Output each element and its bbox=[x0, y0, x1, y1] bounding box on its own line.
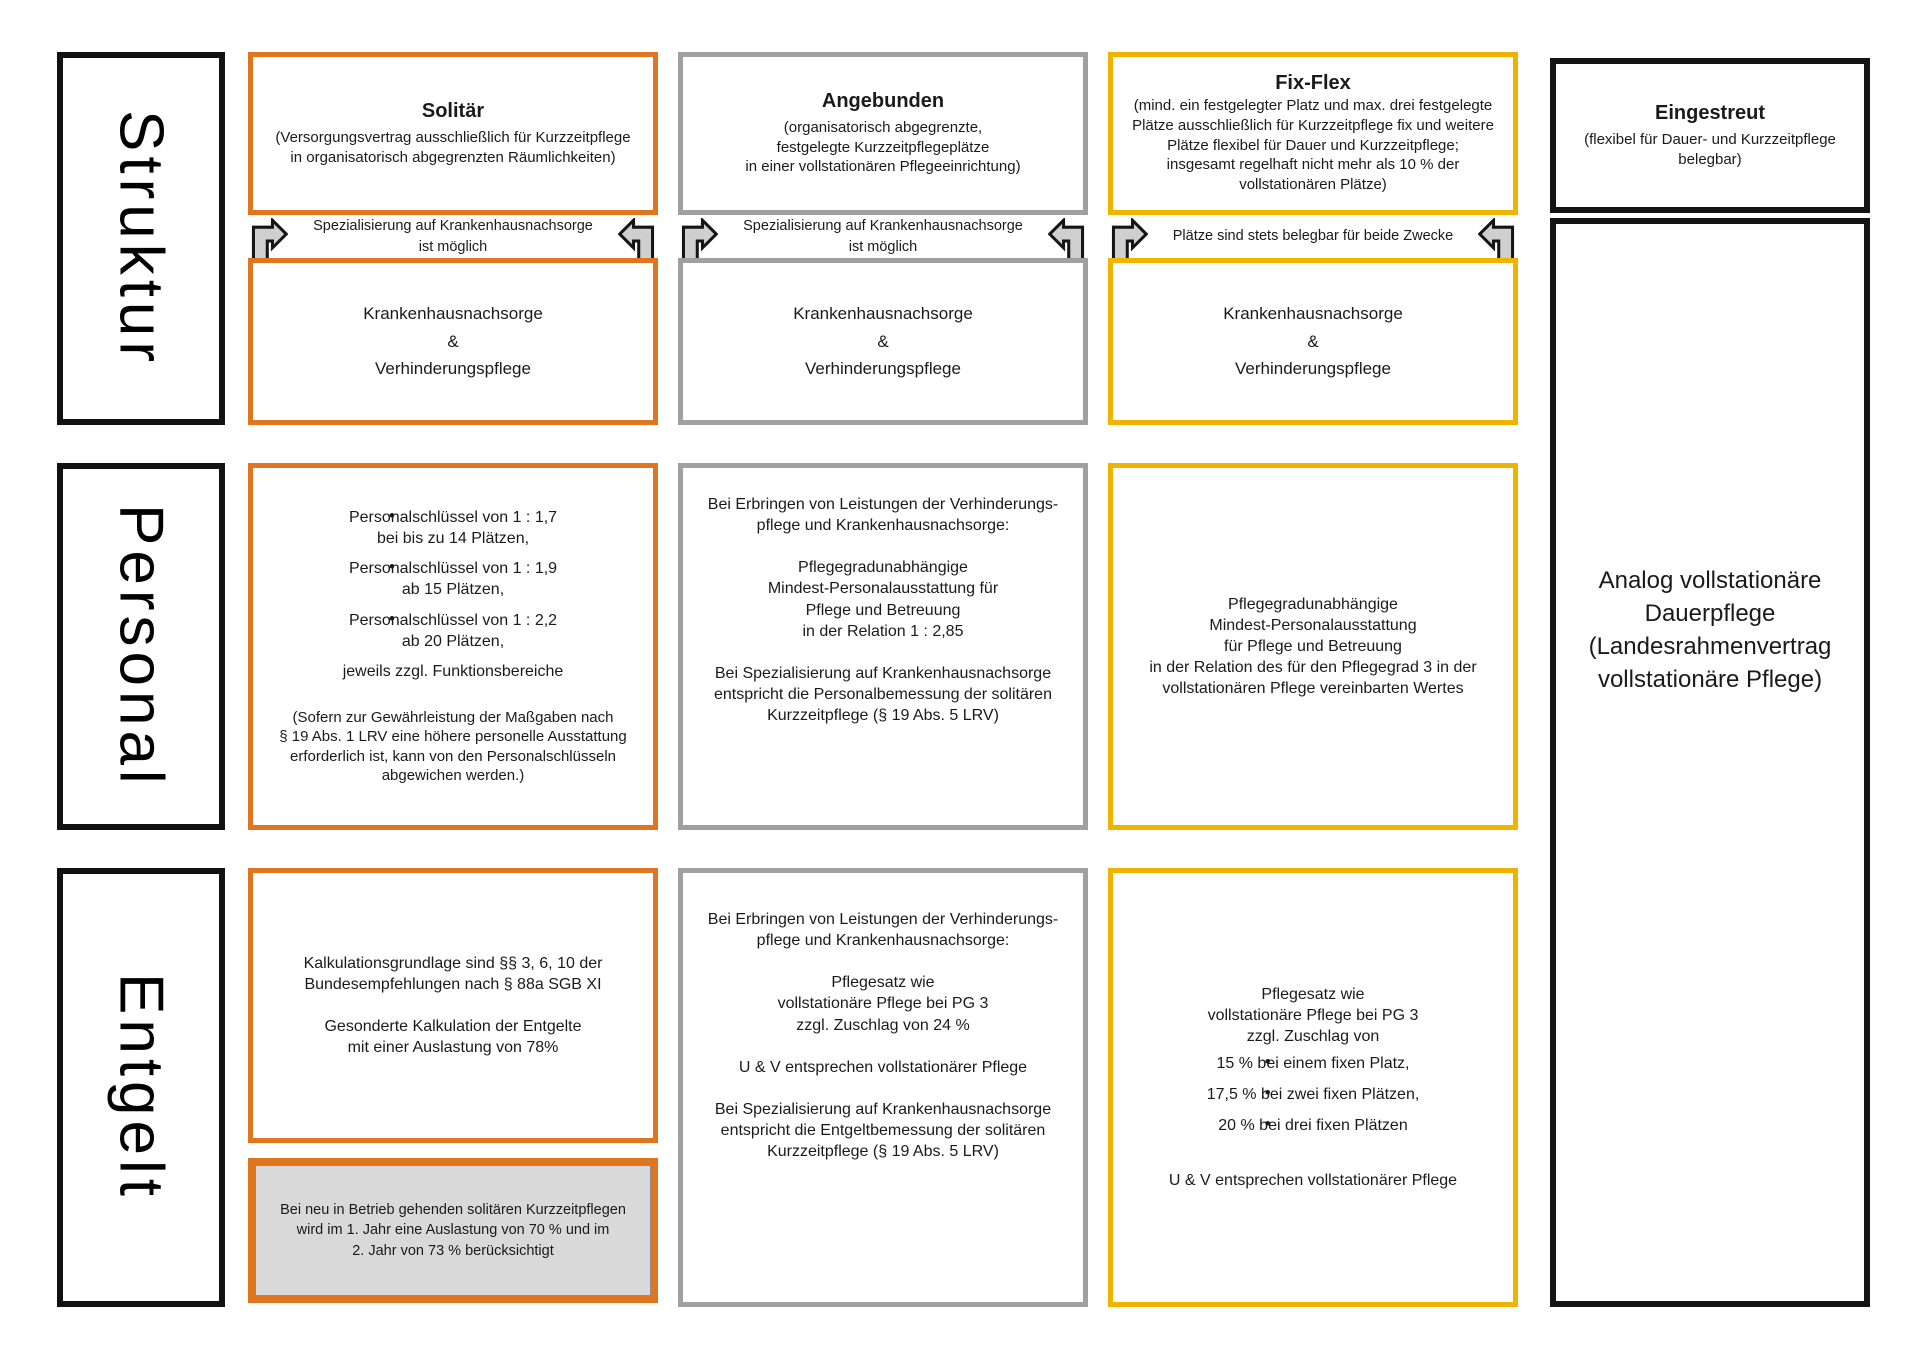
struktur-text: Krankenhausnachsorge & Verhinderungspfle… bbox=[363, 304, 543, 379]
solitaer-header-box: Solitär (Versorgungsvertrag ausschließli… bbox=[248, 52, 658, 215]
bullet-icon: • bbox=[388, 506, 395, 526]
bullet-icon: • bbox=[388, 557, 395, 577]
analog-text: Analog vollstationäre Dauerpflege (Lande… bbox=[1588, 567, 1832, 694]
column-subtitle: (organisatorisch abgegrenzte, festgelegt… bbox=[745, 118, 1021, 176]
banner-text: Spezialisierung auf Krankenhausnachsorge… bbox=[313, 218, 593, 255]
entgelt-intro: Pflegesatz wie vollstationäre Pflege bei… bbox=[1207, 985, 1419, 1045]
eingestreut-analog-box: Analog vollstationäre Dauerpflege (Lande… bbox=[1550, 218, 1870, 1307]
column-title: Solitär bbox=[421, 99, 485, 122]
row-label-entgelt: Entgelt bbox=[57, 868, 225, 1307]
personal-note: (Sofern zur Gewährleistung der Maßgaben … bbox=[279, 708, 627, 785]
column-title: Angebunden bbox=[821, 89, 945, 112]
angebunden-banner: Spezialisierung auf Krankenhausnachsorge… bbox=[678, 215, 1088, 264]
solitaer-struktur-box: Krankenhausnachsorge & Verhinderungspfle… bbox=[248, 258, 658, 425]
angebunden-struktur-box: Krankenhausnachsorge & Verhinderungspfle… bbox=[678, 258, 1088, 425]
list-item: • Personalschlüssel von 1 : 1,9 ab 15 Pl… bbox=[348, 557, 558, 599]
list-item: • 20 % bei drei fixen Plätzen bbox=[1218, 1114, 1408, 1135]
solitaer-entgelt-note-box: Bei neu in Betrieb gehenden solitären Ku… bbox=[248, 1158, 658, 1303]
entgelt-text: Kalkulationsgrundlage sind §§ 3, 6, 10 d… bbox=[303, 954, 603, 1057]
entgelt-suffix: U & V entsprechen vollstationärer Pflege bbox=[1168, 1172, 1458, 1190]
fix-flex-personal-box: Pflegegradunabhängige Mindest-Personalau… bbox=[1108, 463, 1518, 830]
entgelt-text: Bei Erbringen von Leistungen der Verhind… bbox=[707, 911, 1059, 1161]
column-eingestreut: Eingestreut (flexibel für Dauer- und Kur… bbox=[1550, 0, 1870, 1357]
list-item: • Personalschlüssel von 1 : 2,2 ab 20 Pl… bbox=[348, 608, 558, 650]
eingestreut-header-box: Eingestreut (flexibel für Dauer- und Kur… bbox=[1550, 58, 1870, 213]
column-angebunden: Angebunden (organisatorisch abgegrenzte,… bbox=[678, 0, 1088, 1357]
bullet-icon: • bbox=[1264, 1051, 1271, 1071]
column-subtitle: (flexibel für Dauer- und Kurzzeitpflege … bbox=[1584, 130, 1836, 168]
row-label-text: Struktur bbox=[106, 109, 176, 368]
banner-text: Plätze sind stets belegbar für beide Zwe… bbox=[1172, 228, 1454, 245]
fix-flex-entgelt-box: Pflegesatz wie vollstationäre Pflege bei… bbox=[1108, 868, 1518, 1307]
fix-flex-header-box: Fix-Flex (mind. ein festgelegter Platz u… bbox=[1108, 52, 1518, 215]
bullet-icon: • bbox=[1264, 1083, 1271, 1103]
column-subtitle: (Versorgungsvertrag ausschließlich für K… bbox=[275, 128, 631, 166]
row-label-struktur: Struktur bbox=[57, 52, 225, 425]
fix-flex-banner: Plätze sind stets belegbar für beide Zwe… bbox=[1108, 215, 1518, 264]
personal-suffix: jeweils zzgl. Funktionsbereiche bbox=[342, 662, 564, 680]
personal-text: Bei Erbringen von Leistungen der Verhind… bbox=[707, 496, 1059, 725]
entgelt-bullet-list: • 15 % bei einem fixen Platz, • 17,5 % b… bbox=[1206, 1051, 1420, 1146]
column-fix-flex: Fix-Flex (mind. ein festgelegter Platz u… bbox=[1108, 0, 1518, 1357]
angebunden-entgelt-box: Bei Erbringen von Leistungen der Verhind… bbox=[678, 868, 1088, 1307]
solitaer-personal-box: • Personalschlüssel von 1 : 1,7 bei bis … bbox=[248, 463, 658, 830]
solitaer-banner: Spezialisierung auf Krankenhausnachsorge… bbox=[248, 215, 658, 264]
row-label-text: Entgelt bbox=[106, 973, 176, 1202]
list-item: • Personalschlüssel von 1 : 1,7 bei bis … bbox=[348, 506, 558, 548]
struktur-text: Krankenhausnachsorge & Verhinderungspfle… bbox=[1223, 304, 1403, 379]
personal-text: Pflegegradunabhängige Mindest-Personalau… bbox=[1149, 595, 1477, 698]
banner-text: Spezialisierung auf Krankenhausnachsorge… bbox=[743, 218, 1023, 255]
column-subtitle: (mind. ein festgelegter Platz und max. d… bbox=[1132, 96, 1494, 194]
personal-bullet-list: • Personalschlüssel von 1 : 1,7 bei bis … bbox=[348, 506, 558, 661]
column-solitaer: Solitär (Versorgungsvertrag ausschließli… bbox=[248, 0, 658, 1357]
entgelt-note-inner: Bei neu in Betrieb gehenden solitären Ku… bbox=[255, 1165, 651, 1296]
list-item: • 15 % bei einem fixen Platz, bbox=[1216, 1051, 1410, 1072]
solitaer-entgelt-box: Kalkulationsgrundlage sind §§ 3, 6, 10 d… bbox=[248, 868, 658, 1143]
bullet-icon: • bbox=[388, 608, 395, 628]
row-label-text: Personal bbox=[106, 504, 176, 789]
column-title: Eingestreut bbox=[1654, 101, 1766, 124]
struktur-text: Krankenhausnachsorge & Verhinderungspfle… bbox=[793, 304, 973, 379]
fix-flex-struktur-box: Krankenhausnachsorge & Verhinderungspfle… bbox=[1108, 258, 1518, 425]
list-item: • 17,5 % bei zwei fixen Plätzen, bbox=[1206, 1083, 1420, 1104]
bullet-icon: • bbox=[1264, 1114, 1271, 1134]
row-label-personal: Personal bbox=[57, 463, 225, 830]
angebunden-personal-box: Bei Erbringen von Leistungen der Verhind… bbox=[678, 463, 1088, 830]
column-title: Fix-Flex bbox=[1275, 71, 1351, 94]
entgelt-note-text: Bei neu in Betrieb gehenden solitären Ku… bbox=[280, 1201, 626, 1259]
angebunden-header-box: Angebunden (organisatorisch abgegrenzte,… bbox=[678, 52, 1088, 215]
